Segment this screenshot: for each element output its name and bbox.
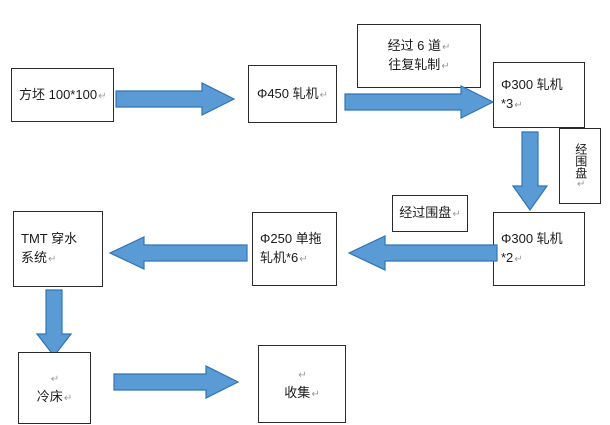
node-six-pass-reverse-rolling[interactable]: 经过 6 道↵ 往复轧制↵ [357, 24, 481, 88]
pilcrow-mark: ↵ [514, 100, 523, 111]
arrow-right-icon [113, 365, 240, 399]
pilcrow-mark: ↵ [298, 370, 307, 382]
node-mill450-line-0: Φ450 轧机↵ [256, 85, 329, 101]
arrow-cooling-bed-to-collection [113, 365, 240, 399]
pilcrow-mark: ↵ [50, 374, 60, 386]
node-six-pass-line-0: 经过 6 道↵ [387, 38, 451, 54]
pilcrow-mark: ↵ [299, 254, 308, 265]
node-billet-line-0: 方坯 100*100↵ [19, 86, 107, 102]
node-mill300-x2-line-0: Φ300 轧机 [501, 231, 563, 247]
node-six-pass-line-1: 往复轧制↵ [388, 57, 450, 72]
node-mill300-x3[interactable]: Φ300 轧机 *3↵ [493, 62, 585, 128]
node-mill250-line-1: 轧机*6↵ [260, 250, 308, 265]
pilcrow-mark: ↵ [319, 89, 329, 101]
node-via-coil-label[interactable]: 经围盘↵ [559, 128, 601, 204]
arrow-down-icon [511, 131, 549, 212]
arrow-right-icon [344, 85, 495, 119]
arrow-left-icon [108, 236, 248, 270]
pilcrow-mark: ↵ [514, 254, 523, 265]
node-through-coil-line-0: 经过围盘↵ [399, 205, 461, 221]
pilcrow-mark: ↵ [98, 90, 107, 102]
arrow-down-icon [35, 289, 73, 357]
arrow-mill450-to-mill300x3 [344, 85, 495, 119]
node-billet[interactable]: 方坯 100*100↵ [11, 68, 114, 122]
node-collection-line-1: 收集↵ [284, 385, 320, 400]
arrow-mill300x2-to-mill250x6 [347, 235, 498, 271]
arrow-tmt-to-cooling-bed [35, 289, 73, 357]
node-cooling-bed-line-1: 冷床↵ [36, 389, 73, 404]
node-tmt-line-0: TMT 穿水 [21, 231, 78, 247]
node-cooling-bed-line-0: ↵ [50, 369, 59, 388]
node-mill300-x3-line-1: *3↵ [501, 96, 523, 111]
node-tmt-line-1: 系统↵ [21, 250, 57, 265]
arrow-mill300x3-to-mill300x2 [511, 131, 549, 212]
node-via-coil-line-0: 经围盘↵ [573, 142, 588, 190]
pilcrow-mark: ↵ [48, 254, 57, 265]
pilcrow-mark: ↵ [311, 389, 320, 400]
pilcrow-mark: ↵ [63, 393, 73, 404]
pilcrow-mark: ↵ [442, 42, 451, 54]
node-mill300-x3-line-0: Φ300 轧机 [501, 77, 563, 93]
node-mill300-x2[interactable]: Φ300 轧机 *2↵ [493, 212, 585, 286]
node-mill250-line-0: Φ250 单拖 [260, 231, 322, 247]
node-collection[interactable]: ↵ 收集↵ [258, 345, 346, 423]
arrow-billet-to-mill450 [115, 82, 236, 116]
node-mill250-single-x6[interactable]: Φ250 单拖 轧机*6↵ [252, 212, 337, 286]
node-mill450[interactable]: Φ450 轧机↵ [248, 65, 337, 123]
node-through-coil-label[interactable]: 经过围盘↵ [392, 195, 468, 232]
node-mill300-x2-line-1: *2↵ [501, 250, 523, 265]
pilcrow-mark: ↵ [452, 209, 461, 221]
pilcrow-mark: ↵ [575, 178, 587, 190]
arrow-mill250x6-to-tmt [108, 236, 248, 270]
node-collection-line-0: ↵ [297, 365, 306, 384]
arrow-right-icon [115, 82, 236, 116]
node-tmt-water-cooling[interactable]: TMT 穿水 系统↵ [13, 211, 103, 287]
pilcrow-mark: ↵ [441, 61, 450, 72]
arrow-left-icon [347, 235, 498, 271]
node-cooling-bed[interactable]: ↵ 冷床↵ [18, 352, 91, 424]
